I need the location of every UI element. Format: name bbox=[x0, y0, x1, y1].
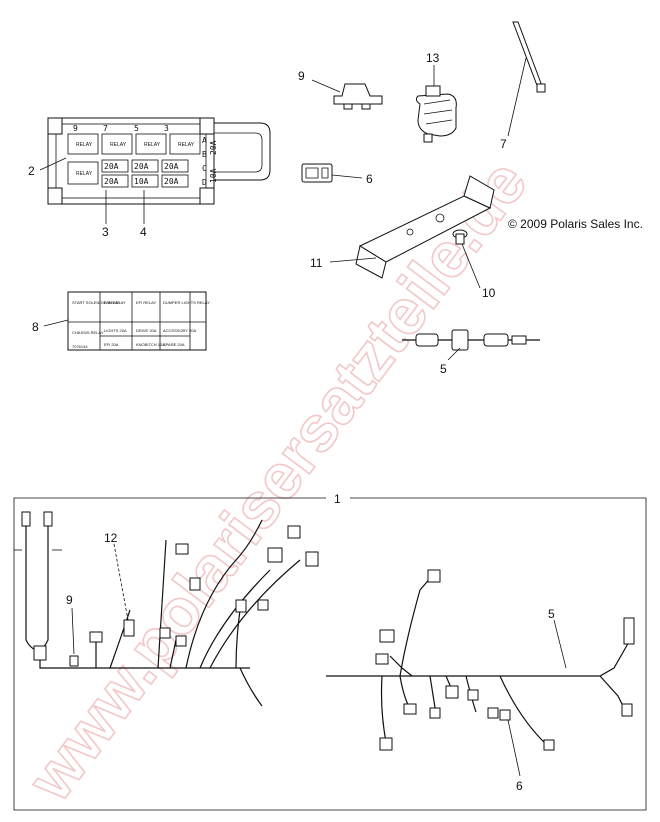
decal-cell: KNOBITCH 10A bbox=[136, 342, 165, 347]
fuse-value: 20A bbox=[134, 162, 149, 171]
fuse-value: 20A bbox=[164, 162, 179, 171]
push-rivet-part bbox=[452, 229, 468, 245]
decal-cell: EFI 20A bbox=[104, 342, 119, 347]
cable-tie-part bbox=[512, 21, 546, 93]
fuse-value: 20A bbox=[104, 177, 119, 186]
slot-number: 3 bbox=[164, 124, 169, 133]
decal-cell: START SOLENOID RELAY bbox=[72, 300, 121, 305]
slot-number: 5 bbox=[134, 124, 139, 133]
fuse-value: 20A bbox=[104, 162, 119, 171]
callout-5: 5 bbox=[440, 362, 447, 376]
relay-label: RELAY bbox=[76, 171, 93, 177]
right-harness bbox=[326, 569, 635, 751]
connector-6-part bbox=[301, 163, 333, 183]
decal-cell: LIGHTS 20A bbox=[104, 328, 127, 333]
side-letter: B bbox=[202, 150, 207, 159]
callout-9: 9 bbox=[298, 69, 305, 83]
decal-cell: CHASSIS RELAY bbox=[72, 330, 104, 335]
callout-5: 5 bbox=[548, 607, 555, 621]
fuse-value: 10A bbox=[134, 177, 149, 186]
callout-4: 4 bbox=[140, 225, 147, 239]
side-fuse: 20A bbox=[209, 140, 218, 155]
relay-label: RELAY bbox=[110, 142, 127, 148]
relay-label: RELAY bbox=[144, 142, 161, 148]
decal-cell: ACCESSORY 20A bbox=[163, 328, 197, 333]
side-letter: A bbox=[202, 136, 207, 145]
side-letter: D bbox=[202, 178, 207, 187]
decal-cell: EFI RELAY bbox=[136, 300, 156, 305]
watermark-text: www.polarisersatzteile.de bbox=[13, 147, 541, 814]
decal-part-number: 7076144 bbox=[72, 344, 88, 349]
bracket-part bbox=[355, 175, 495, 279]
callout-7: 7 bbox=[500, 137, 507, 151]
callout-13: 13 bbox=[426, 51, 440, 65]
slot-number: 7 bbox=[103, 124, 108, 133]
callout-3: 3 bbox=[102, 225, 109, 239]
left-harness bbox=[14, 511, 319, 707]
side-fuse: 10A bbox=[209, 168, 218, 183]
callout-2: 2 bbox=[28, 164, 35, 178]
callout-9: 9 bbox=[66, 593, 73, 607]
callout-6: 6 bbox=[516, 779, 523, 793]
relay-label: RELAY bbox=[76, 142, 93, 148]
callout-11: 11 bbox=[310, 256, 323, 270]
decal-cell: DRIVE 20A bbox=[136, 328, 157, 333]
fuse-value: 20A bbox=[164, 177, 179, 186]
callout-1: 1 bbox=[334, 492, 341, 506]
fuse-box: 9 7 5 3 RELAY RELAY RELAY RELAY RELAY 20… bbox=[47, 117, 271, 205]
decal-cell: FAN RELAY bbox=[104, 300, 126, 305]
connector-13-part bbox=[415, 85, 457, 143]
main-harness-frame bbox=[13, 497, 647, 811]
callout-6: 6 bbox=[366, 172, 373, 186]
wire-loom-part bbox=[402, 329, 540, 351]
fuse-clip-part bbox=[333, 83, 383, 110]
copyright-text: © 2009 Polaris Sales Inc. bbox=[508, 217, 643, 231]
fuse-decal: START SOLENOID RELAY FAN RELAY EFI RELAY… bbox=[67, 291, 210, 351]
callout-10: 10 bbox=[482, 286, 496, 300]
relay-label: RELAY bbox=[178, 142, 195, 148]
decal-cell: SPARE 20A bbox=[163, 342, 185, 347]
side-letter: C bbox=[202, 164, 207, 173]
slot-number: 9 bbox=[73, 124, 78, 133]
decal-cell: DUMPER LIGHTS RELAY bbox=[163, 300, 210, 305]
callout-8: 8 bbox=[32, 320, 39, 334]
callout-12: 12 bbox=[104, 531, 118, 545]
